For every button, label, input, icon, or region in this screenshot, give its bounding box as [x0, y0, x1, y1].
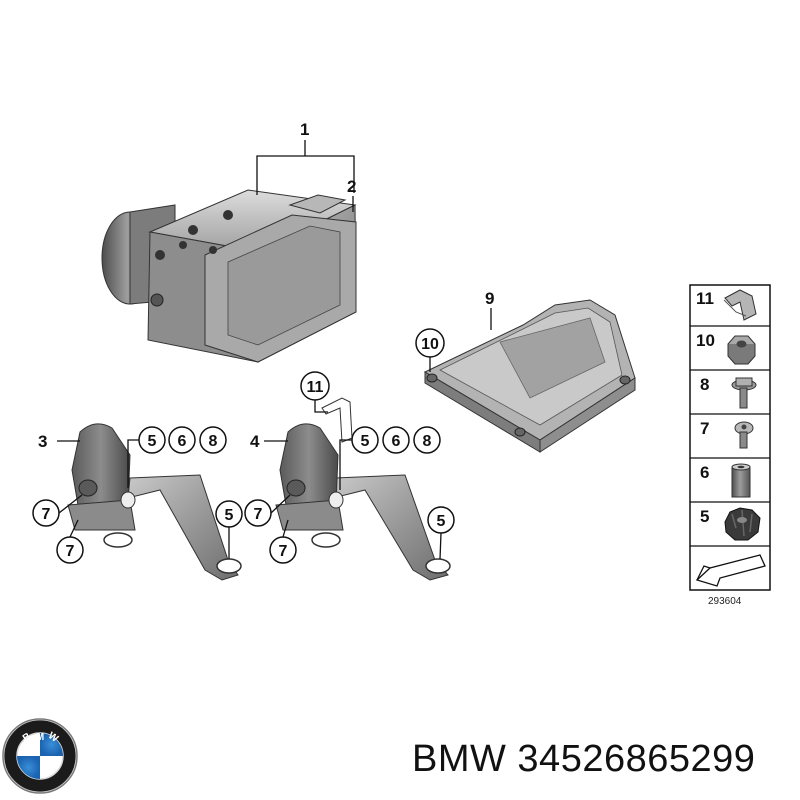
callout-2: 2 — [347, 177, 356, 196]
callout-10: 10 — [421, 336, 439, 353]
left-callout-5: 5 — [148, 433, 157, 450]
right-callout-5: 5 — [361, 433, 370, 450]
callout-9: 9 — [485, 289, 494, 308]
sleeve-icon — [731, 463, 751, 498]
callout-1: 1 — [300, 120, 309, 139]
legend-label-10: 10 — [696, 331, 715, 350]
flange-bolt-icon — [731, 377, 757, 409]
svg-text:M: M — [36, 732, 44, 743]
right-callout-8: 8 — [423, 433, 432, 450]
bracket-3 — [67, 423, 242, 581]
left-callout-7a: 7 — [42, 506, 51, 523]
callout-4: 4 — [250, 432, 260, 451]
control-unit-cover — [423, 299, 636, 453]
nut-icon — [727, 335, 756, 365]
direction-arrow-icon — [695, 554, 766, 587]
callout-3: 3 — [38, 432, 47, 451]
left-callout-5b: 5 — [225, 507, 234, 524]
callout-11-bubble: 11 — [300, 371, 330, 413]
bmw-logo: B M W — [2, 718, 78, 794]
part-number-label: BMW 34526865299 — [412, 738, 756, 780]
drawing-number: 293604 — [708, 596, 742, 607]
legend-label-7: 7 — [700, 419, 709, 438]
clip-icon — [723, 289, 757, 321]
legend-label-8: 8 — [700, 375, 709, 394]
callout-11: 11 — [307, 379, 324, 396]
torx-screw-icon — [734, 421, 754, 449]
left-callout-6: 6 — [178, 433, 187, 450]
left-callout-7b: 7 — [66, 543, 75, 560]
rubber-mount-icon — [724, 507, 761, 541]
legend-label-5: 5 — [700, 507, 709, 526]
bracket-4 — [275, 397, 451, 581]
right-callout-5b: 5 — [437, 513, 446, 530]
right-callout-7a: 7 — [254, 506, 263, 523]
leader-1-2 — [256, 140, 355, 212]
left-callout-8: 8 — [209, 433, 218, 450]
legend-label-11: 11 — [696, 289, 714, 308]
abs-hydraulic-unit — [101, 189, 357, 363]
legend-label-6: 6 — [700, 463, 709, 482]
hardware-legend: 11 10 8 7 6 5 — [689, 284, 771, 591]
left-callouts: 5 6 8 7 7 5 — [32, 426, 243, 564]
right-callout-7b: 7 — [279, 543, 288, 560]
callout-10-bubble: 10 — [415, 328, 445, 372]
right-callouts: 5 6 8 7 7 5 — [244, 426, 455, 564]
right-callout-6: 6 — [392, 433, 401, 450]
